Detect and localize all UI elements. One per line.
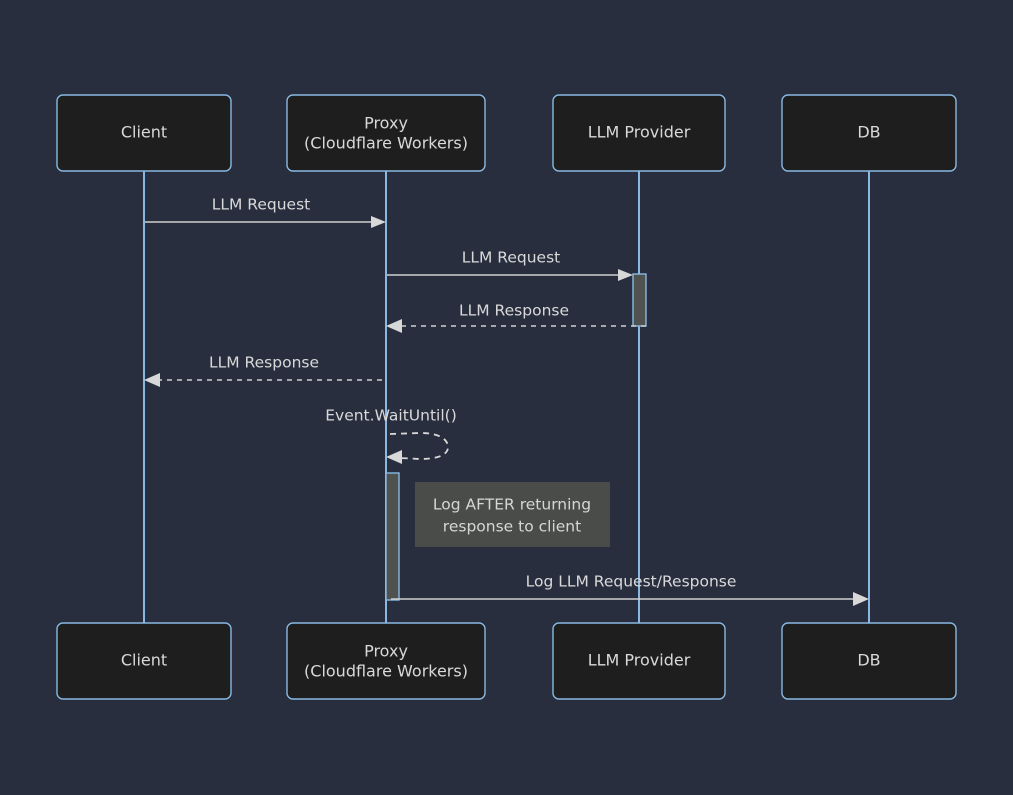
note-box — [415, 482, 610, 547]
message-label: LLM Request — [462, 249, 561, 267]
activation-provider — [632, 273, 647, 327]
activation-proxy — [385, 472, 400, 601]
participant-boxes-top: Client Proxy (Cloudflare Workers) LLM Pr… — [56, 94, 957, 172]
message-label: LLM Response — [459, 302, 569, 320]
participant-label-line2: (Cloudflare Workers) — [304, 662, 468, 681]
participant-client-bottom[interactable]: Client — [56, 622, 232, 700]
participant-label: Client — [121, 651, 167, 670]
participant-label: DB — [857, 123, 880, 142]
participant-label: LLM Provider — [588, 651, 691, 670]
participant-box[interactable] — [552, 622, 726, 700]
participant-label-line1: Proxy — [364, 114, 408, 133]
participant-provider-top[interactable]: LLM Provider — [552, 94, 726, 172]
arrow-head-left — [386, 450, 402, 464]
participant-box[interactable] — [286, 622, 486, 700]
message-log-llm-request-response: Log LLM Request/Response — [391, 573, 869, 606]
arrow-head-left — [386, 319, 402, 333]
note-text-line2: response to client — [443, 518, 581, 536]
participant-label: LLM Provider — [588, 123, 691, 142]
participant-proxy-bottom[interactable]: Proxy (Cloudflare Workers) — [286, 622, 486, 700]
note-log-after-returning: Log AFTER returning response to client — [415, 482, 610, 547]
message-llm-response-proxy-client: LLM Response — [144, 354, 382, 387]
lifelines — [143, 170, 870, 623]
arrow-head-right — [618, 269, 633, 281]
activations — [385, 273, 647, 601]
message-llm-request-proxy-provider: LLM Request — [387, 249, 633, 281]
participant-box[interactable] — [781, 622, 957, 700]
message-label: Event.WaitUntil() — [325, 407, 457, 425]
arrow-head-left — [144, 373, 160, 387]
note-text-line1: Log AFTER returning — [433, 496, 591, 514]
participant-label: Client — [121, 123, 167, 142]
participant-proxy-top[interactable]: Proxy (Cloudflare Workers) — [286, 94, 486, 172]
message-llm-request-client-proxy: LLM Request — [145, 196, 386, 228]
participant-boxes-bottom: Client Proxy (Cloudflare Workers) LLM Pr… — [56, 622, 957, 700]
arrow-head-right — [371, 216, 386, 228]
participant-box[interactable] — [552, 94, 726, 172]
participant-provider-bottom[interactable]: LLM Provider — [552, 622, 726, 700]
participant-db-top[interactable]: DB — [781, 94, 957, 172]
message-label: LLM Request — [212, 196, 311, 214]
message-llm-response-provider-proxy: LLM Response — [386, 302, 646, 333]
participant-db-bottom[interactable]: DB — [781, 622, 957, 700]
participant-label: DB — [857, 651, 880, 670]
message-label: LLM Response — [209, 354, 319, 372]
message-event-waituntil-self-loop: Event.WaitUntil() — [325, 407, 457, 464]
message-label: Log LLM Request/Response — [526, 573, 737, 591]
participant-box[interactable] — [56, 622, 232, 700]
participant-label-line1: Proxy — [364, 642, 408, 661]
arrow-head-right — [853, 592, 869, 606]
participant-box[interactable] — [286, 94, 486, 172]
participant-label-line2: (Cloudflare Workers) — [304, 134, 468, 153]
participant-box[interactable] — [781, 94, 957, 172]
participant-client-top[interactable]: Client — [56, 94, 232, 172]
participant-box[interactable] — [56, 94, 232, 172]
